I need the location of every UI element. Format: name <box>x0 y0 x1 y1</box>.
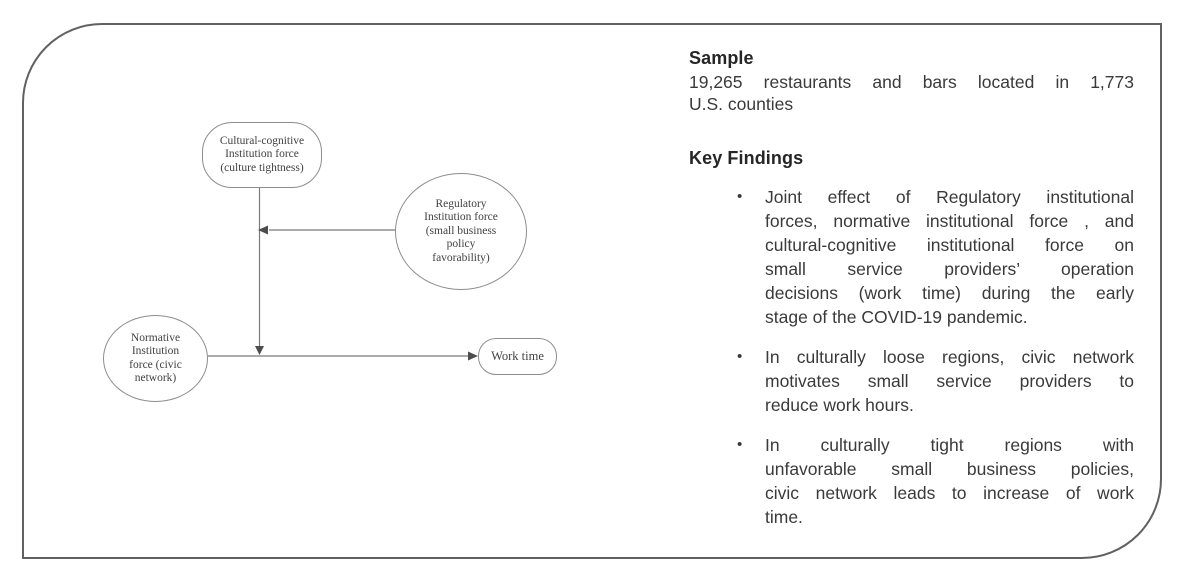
finding-line: motivates small service providers to <box>765 371 1134 391</box>
node-work-time-label: Work time <box>491 348 544 363</box>
finding-line: Joint effect of Regulatory institutional <box>765 187 1134 207</box>
bullet-icon: • <box>737 436 743 453</box>
node-normative-force: Normative Institution force (civic netwo… <box>103 315 208 402</box>
finding-item-tight-regions: • In culturally tight regions with unfav… <box>737 433 1134 529</box>
bullet-icon: • <box>737 188 743 205</box>
sample-text: 19,265 restaurants and bars located in 1… <box>689 71 1134 115</box>
finding-line: In culturally tight regions with <box>765 435 1134 455</box>
figure-rounded-frame <box>22 23 1162 559</box>
finding-line: civic network leads to increase of work <box>765 483 1134 503</box>
summary-panel: Sample 19,265 restaurants and bars locat… <box>689 47 1134 545</box>
finding-text: In culturally loose regions, civic netwo… <box>765 345 1134 417</box>
node-normative-label: Normative Institution force (civic netwo… <box>129 331 182 385</box>
node-regulatory-label: Regulatory Institution force (small busi… <box>424 197 498 264</box>
finding-line: time. <box>765 507 803 527</box>
finding-line: unfavorable small business policies, <box>765 459 1134 479</box>
finding-line: cultural-cognitive institutional force o… <box>765 235 1134 255</box>
finding-line: reduce work hours. <box>765 395 914 415</box>
node-regulatory-force: Regulatory Institution force (small busi… <box>395 173 527 290</box>
finding-line: decisions (work time) during the early <box>765 283 1134 303</box>
node-cultural-cognitive-label: Cultural-cognitive Institution force (cu… <box>219 134 305 174</box>
key-findings-list: • Joint effect of Regulatory institution… <box>689 185 1134 529</box>
finding-line: In culturally loose regions, civic netwo… <box>765 347 1134 367</box>
finding-line: stage of the COVID-19 pandemic. <box>765 307 1028 327</box>
node-cultural-cognitive-force: Cultural-cognitive Institution force (cu… <box>202 122 322 188</box>
sample-text-line: U.S. counties <box>689 94 794 114</box>
sample-heading: Sample <box>689 48 754 68</box>
finding-text: In culturally tight regions with unfavor… <box>765 433 1134 529</box>
sample-text-line: 19,265 restaurants and bars located in 1… <box>689 72 1134 92</box>
finding-line: small service providers’ operation <box>765 259 1134 279</box>
finding-item-joint-effect: • Joint effect of Regulatory institution… <box>737 185 1134 329</box>
finding-line: forces, normative institutional force , … <box>765 211 1134 231</box>
bullet-icon: • <box>737 348 743 365</box>
node-work-time: Work time <box>478 338 557 375</box>
finding-item-loose-regions: • In culturally loose regions, civic net… <box>737 345 1134 417</box>
finding-text: Joint effect of Regulatory institutional… <box>765 185 1134 329</box>
key-findings-heading: Key Findings <box>689 148 804 168</box>
